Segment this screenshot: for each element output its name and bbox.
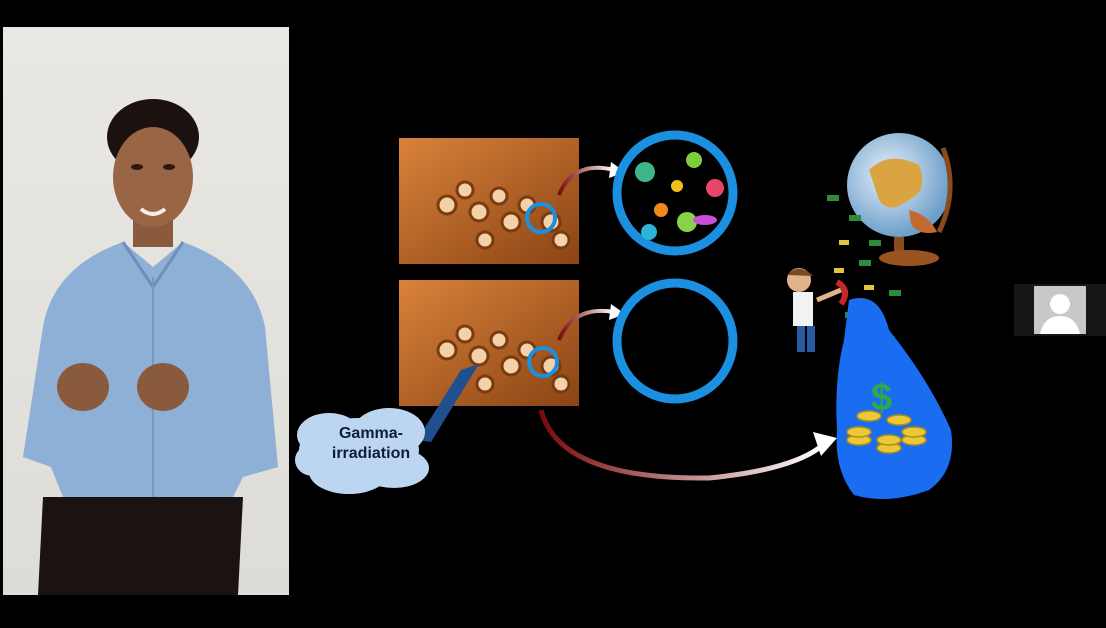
- scientist-with-magnet-icon: [787, 268, 849, 352]
- cinnamon-sticks-image-irradiated: [399, 280, 579, 406]
- speaker-figure: [23, 99, 278, 595]
- gamma-irradiation-cloud: [295, 408, 429, 494]
- dollar-icon: $: [871, 377, 892, 419]
- participant-tile[interactable]: [1014, 284, 1106, 336]
- cinnamon-sticks-image: [399, 138, 579, 264]
- speaker-video-tile[interactable]: [3, 27, 289, 595]
- clean-circle: [612, 278, 738, 404]
- gamma-irradiation-label: Gamma- irradiation: [331, 425, 411, 462]
- slide-diagram: $: [295, 130, 953, 499]
- sri-lanka-map-icon: $: [836, 298, 953, 499]
- presentation-slide: $: [289, 0, 1014, 623]
- globe-icon: [847, 133, 953, 266]
- microbes-icon: [612, 130, 738, 256]
- default-avatar-icon: [1034, 286, 1086, 334]
